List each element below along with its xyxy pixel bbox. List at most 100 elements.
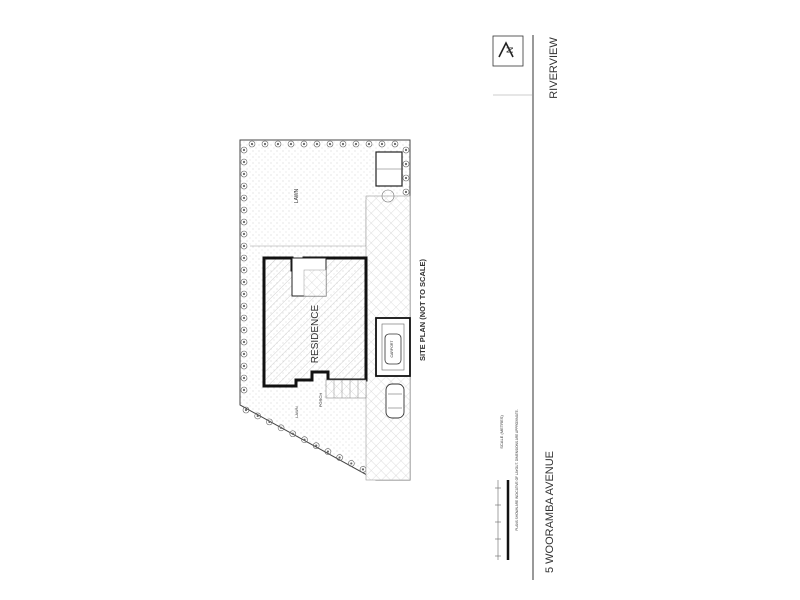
shrub-icon [248,140,256,148]
shrub-icon [347,460,355,467]
shrub-icon [240,170,248,178]
north-arrow-icon: N [492,35,524,67]
shrub-center [242,220,246,224]
shrub-icon [261,140,269,148]
north-arrow-label: N [505,47,515,54]
shrub-center [242,280,246,284]
shrub-icon [391,140,399,148]
shrub-icon [313,140,321,148]
shrub-center [341,142,345,146]
shrub-icon [336,454,343,461]
shrub-icon [301,436,308,444]
shrub-icon [266,418,273,426]
rear-lawn-label: LAWN [294,188,300,203]
scale-note: PLANS SHOWN ARE INDICATIVE OF LAYOUT. DI… [515,409,519,530]
shrub-icon [240,242,248,250]
shrub-center [242,352,246,356]
shrub-icon [240,362,248,370]
shrub-icon [240,194,248,202]
address-title: 5 WOORAMBA AVENUE [544,451,556,573]
shrub-center [354,142,358,146]
site-plan-title: SITE PLAN (NOT TO SCALE) [418,259,427,361]
shrub-center [404,162,408,166]
front-lawn-label: LAWN [294,406,299,418]
shrub-center [242,160,246,164]
shrub-center [242,304,246,308]
site-plan: RESIDENCE PORCH CARPORT [239,139,427,481]
shrub-icon [352,140,360,148]
shrub-center [404,148,408,152]
shrub-icon [240,182,248,190]
shrub-center [242,256,246,260]
shrub-icon [240,254,248,262]
shrub-center [276,142,280,146]
shrub-icon [240,350,248,358]
shrub-icon [242,406,250,414]
shrub-center [242,184,246,188]
shrub-icon [289,430,297,438]
shrub-center [280,426,283,429]
shrub-icon [339,140,347,148]
shrub-icon [240,338,248,346]
shrub-center [242,340,246,344]
shrub-center [263,142,267,146]
shrub-icon [402,174,410,182]
garden-shed [375,151,403,187]
shrub-center [244,408,248,412]
shrub-center [242,364,246,368]
shrub-center [361,468,365,471]
shrub-icon [324,448,332,455]
shrub-icon [402,146,410,154]
shrub-icon [312,442,320,449]
title-block: N RIVERVIEW 5 WOORAMBA AVENUE [492,35,560,580]
shrub-icon [240,158,248,166]
shrub-icon [240,386,248,394]
shrub-center [250,142,254,146]
shrub-center [242,208,246,212]
shrub-icon [277,424,285,432]
shrub-center [242,388,246,392]
shrub-center [326,450,330,453]
shrub-icon [300,140,308,148]
shrub-icon [240,206,248,214]
shrub-icon [254,412,262,420]
shrub-center [242,172,246,176]
shrub-center [404,190,408,194]
shrub-center [268,420,271,423]
shrub-center [291,432,294,435]
shrub-icon [240,374,248,382]
shrub-icon [240,230,248,238]
shrub-center [289,142,293,146]
shrub-icon [240,266,248,274]
shrub-center [338,456,341,459]
shrub-center [242,268,246,272]
shrub-center [256,414,259,418]
carport-label: CARPORT [390,340,394,358]
scale-label: SCALE (METRES) [499,415,504,449]
shrub-icon [240,326,248,334]
shrub-icon [240,278,248,286]
shrub-icon [365,140,373,148]
shrub-icon [240,290,248,298]
shrub-center [242,148,246,152]
scale-bar: SCALE (METRES) PLANS SHOWN ARE INDICATIV… [495,409,519,560]
porch-steps: PORCH [318,379,367,407]
shrub-center [315,142,319,146]
shrub-center [404,176,408,180]
shrub-center [380,142,384,146]
shrub-center [242,232,246,236]
shrub-center [367,142,371,146]
shrub-center [315,444,318,447]
shrub-icon [240,218,248,226]
shrub-center [242,292,246,296]
shrub-center [393,142,397,146]
driveway-car-icon [385,383,405,419]
shrub-center [242,376,246,380]
shrub-center [328,142,332,146]
carport: CARPORT [375,317,411,377]
shrub-center [302,142,306,146]
shrub-center [242,196,246,200]
shrub-center [242,244,246,248]
shrub-center [303,438,306,441]
